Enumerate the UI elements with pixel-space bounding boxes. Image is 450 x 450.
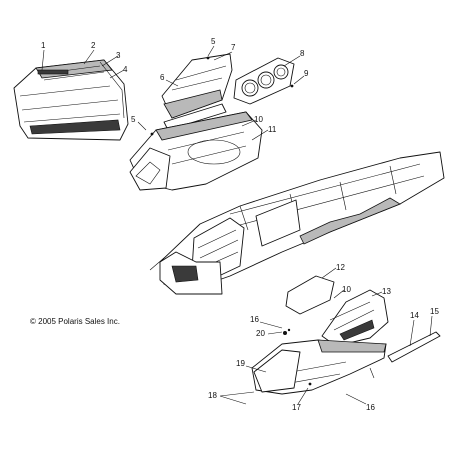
callout-4: 4 bbox=[123, 65, 128, 74]
callout-15: 15 bbox=[430, 307, 439, 316]
callout-11: 11 bbox=[268, 125, 277, 134]
callout-5a: 5 bbox=[211, 37, 216, 46]
callout-13: 13 bbox=[382, 287, 391, 296]
lower-nose-pan bbox=[251, 339, 387, 395]
hardware-fasteners bbox=[150, 56, 312, 386]
callout-10a: 10 bbox=[254, 115, 263, 124]
trim-strip bbox=[387, 331, 441, 363]
foam-block bbox=[285, 275, 335, 315]
copyright-notice: © 2005 Polaris Sales Inc. bbox=[30, 317, 120, 326]
hood-panel-assembly bbox=[13, 59, 129, 141]
leader-lines bbox=[41, 45, 433, 405]
callout-3: 3 bbox=[116, 51, 121, 60]
callout-18: 18 bbox=[208, 391, 217, 400]
side-intake-panel bbox=[321, 289, 389, 347]
callout-16a: 16 bbox=[250, 315, 259, 324]
callout-7: 7 bbox=[231, 43, 236, 52]
callout-14: 14 bbox=[410, 311, 419, 320]
callout-17: 17 bbox=[292, 403, 301, 412]
callout-2: 2 bbox=[91, 41, 96, 50]
callout-labels: 1 2 3 4 5 5 6 7 8 9 10 10 11 12 13 14 15… bbox=[41, 37, 439, 412]
chassis-frame bbox=[149, 151, 445, 295]
callout-8: 8 bbox=[300, 49, 305, 58]
callout-20: 20 bbox=[256, 329, 265, 338]
gauge-cluster bbox=[233, 57, 295, 105]
callout-9: 9 bbox=[304, 69, 309, 78]
callout-16b: 16 bbox=[366, 403, 375, 412]
lower-console-assembly bbox=[129, 111, 263, 191]
callout-1: 1 bbox=[41, 41, 46, 50]
callout-5b: 5 bbox=[131, 115, 136, 124]
callout-10b: 10 bbox=[342, 285, 351, 294]
callout-19: 19 bbox=[236, 359, 245, 368]
callout-12: 12 bbox=[336, 263, 345, 272]
callout-6: 6 bbox=[160, 73, 165, 82]
upper-console-assembly bbox=[161, 53, 233, 131]
